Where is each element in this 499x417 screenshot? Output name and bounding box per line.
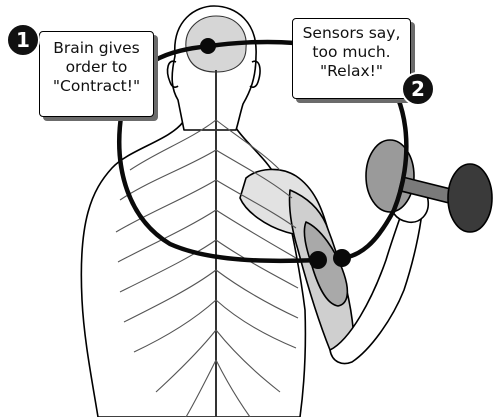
brain-node xyxy=(200,38,216,54)
callout-2-line: too much. xyxy=(293,43,410,62)
step-number-badge-2: 2 xyxy=(401,72,435,106)
callout-1-line: order to xyxy=(40,58,153,77)
torso-outline xyxy=(81,122,305,417)
callout-2-line: "Relax!" xyxy=(293,62,410,81)
callout-sensors-relax: Sensors say, too much. "Relax!" xyxy=(292,18,411,99)
muscle-node-left xyxy=(309,251,327,269)
step-number-badge-1: 1 xyxy=(6,23,40,57)
dumbbell xyxy=(366,140,492,232)
callout-brain-order: Brain gives order to "Contract!" xyxy=(39,31,154,117)
dumbbell-plate-front xyxy=(448,164,492,232)
callout-1-line: "Contract!" xyxy=(40,77,153,96)
callout-2-line: Sensors say, xyxy=(293,24,410,43)
muscle-node-right xyxy=(333,249,351,267)
callout-1-line: Brain gives xyxy=(40,39,153,58)
